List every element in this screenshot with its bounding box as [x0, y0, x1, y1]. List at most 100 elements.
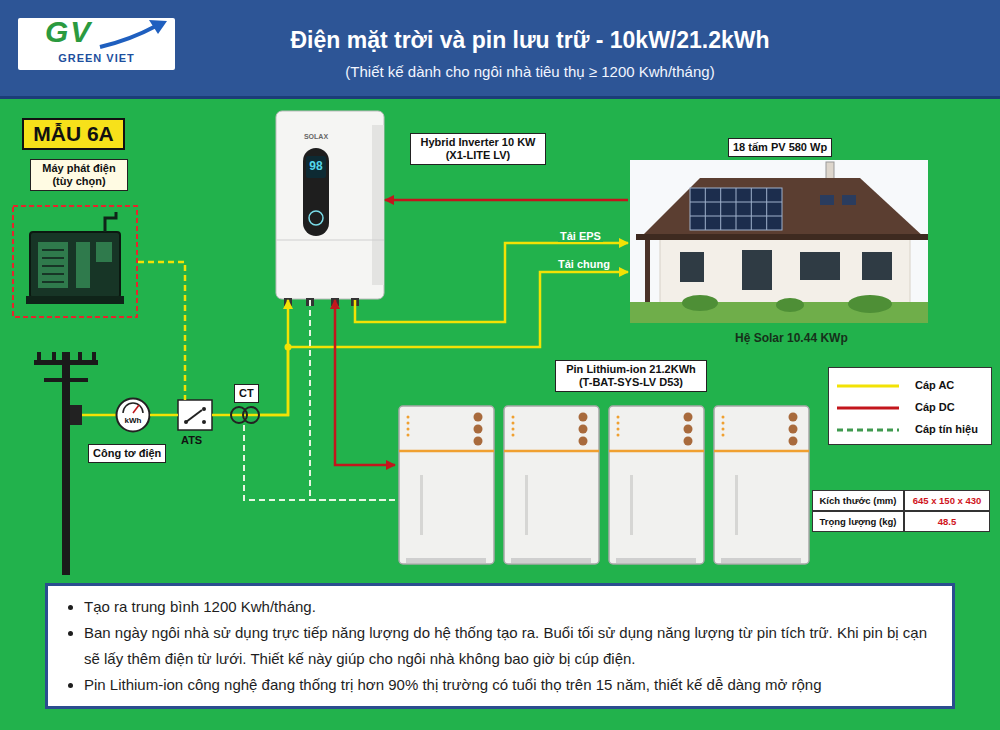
signal-cable	[244, 425, 395, 500]
inverter-seam	[276, 240, 384, 241]
text-wrap: Công tơ điện	[88, 444, 166, 463]
meter-unit: kWh	[116, 416, 150, 425]
load-label: Tải EPS	[558, 230, 603, 242]
switch-blade	[186, 410, 202, 422]
text-wrap: SOLAX	[296, 133, 336, 141]
legend-box: Cáp AC Cáp DC Cáp tín hiệu	[828, 367, 992, 445]
inverter-logo-ring	[309, 211, 323, 225]
house-roof	[640, 178, 925, 238]
dc-cable	[335, 300, 395, 465]
generator-panel	[96, 242, 112, 262]
skylight	[842, 195, 856, 205]
legend-line-sample	[837, 429, 899, 432]
logo-mark: GV	[45, 17, 92, 47]
text-wrap: Tải EPS	[558, 226, 603, 244]
hybrid-inverter: Hybrid Inverter 10 KW (X1-LITE LV)	[275, 110, 385, 300]
ct-coil	[243, 407, 259, 423]
shrub	[776, 298, 804, 312]
legend-sample	[837, 425, 899, 435]
legend-line-sample	[837, 385, 899, 388]
text-wrap: 18 tấm PV 580 Wp	[728, 138, 832, 157]
ats-switch: ATS	[178, 400, 212, 430]
system-size: Hệ Solar 10.44 KWp	[735, 331, 848, 345]
notes-box: Tạo ra trung bình 1200 Kwh/tháng.Ban ngà…	[45, 583, 955, 709]
text-wrap: MẪU 6A	[24, 120, 123, 148]
text-wrap: 98	[306, 159, 326, 173]
meter-label: Công tơ điện	[88, 444, 166, 463]
house-window	[680, 252, 704, 282]
text-wrap: ATS	[181, 434, 202, 446]
badge-text: MẪU 6A	[33, 122, 114, 146]
text-wrap: Tải chung	[556, 254, 612, 272]
text-wrap: GREEN VIET	[18, 52, 175, 65]
pole-insulator	[52, 352, 56, 360]
ac-cable	[212, 414, 230, 417]
legend-row: Cáp AC	[829, 378, 991, 394]
battery-module	[399, 406, 494, 564]
switch-contact	[202, 420, 206, 424]
text-wrap: Trọng lượng (kg)	[812, 511, 904, 532]
meter-gauge	[123, 403, 143, 413]
logo-name: GREEN VIET	[18, 52, 175, 65]
porch-post	[645, 240, 650, 304]
logo-box	[18, 18, 175, 70]
text-wrap: Kích thước (mm)	[812, 490, 904, 511]
table-cell: 48.5	[904, 511, 990, 532]
house-pv: 18 tấm PV 580 Wp Hệ Solar 10.44 KWp	[628, 135, 930, 345]
generator-panel	[38, 242, 68, 288]
battery-module	[609, 406, 704, 564]
header-rule	[0, 96, 1000, 99]
legend-row: Cáp DC	[829, 400, 991, 416]
switch-contact	[202, 407, 206, 411]
pole-insulator	[37, 352, 41, 360]
title-wrap: (Thiết kế dành cho ngôi nhà tiêu thụ ≥ 1…	[180, 62, 880, 81]
table-cell: Kích thước (mm)	[812, 490, 904, 511]
energy-meter: kWhCông tơ điện	[116, 398, 150, 432]
table-cell: 645 x 150 x 430	[904, 490, 990, 511]
page-title: Điện mặt trời và pin lưu trữ - 10kW/21.2…	[180, 26, 880, 54]
ats-label: ATS	[181, 434, 202, 446]
utility-pole	[62, 352, 70, 575]
page-caption: (Thiết kế dành cho ngôi nhà tiêu thụ ≥ 1…	[180, 62, 880, 81]
inverter-screen	[306, 156, 326, 178]
battery-module	[714, 406, 809, 564]
bullet-note: Tạo ra trung bình 1200 Kwh/tháng.	[84, 594, 936, 620]
shrub	[848, 295, 892, 313]
meter-needle	[133, 405, 139, 413]
pv-label: 18 tấm PV 580 Wp	[728, 138, 832, 157]
ct-label: CT	[234, 384, 259, 403]
legend-text: Cáp tín hiệu	[915, 423, 978, 436]
ats-housing	[178, 400, 212, 430]
signal-cable	[310, 300, 395, 500]
pole-insulator	[92, 352, 96, 360]
inverter-label: Hybrid Inverter 10 KW (X1-LITE LV)	[410, 133, 546, 165]
legend-line-sample	[837, 407, 899, 410]
battery-module	[504, 406, 599, 564]
inverter-housing	[276, 111, 384, 299]
shrub	[682, 295, 718, 311]
pv-grid	[690, 188, 782, 230]
house-door	[742, 250, 772, 290]
house-wall	[660, 238, 910, 304]
inverter-display-strip	[303, 148, 329, 236]
brand-mark: SOLAX	[296, 133, 336, 141]
dc-cable	[385, 199, 628, 202]
load-label: Tải chung	[556, 258, 612, 270]
pole-crossarm	[44, 378, 88, 382]
ac-cable	[150, 414, 178, 417]
title-wrap: Điện mặt trời và pin lưu trữ - 10kW/21.2…	[180, 26, 880, 54]
bullet-list: Tạo ra trung bình 1200 Kwh/tháng.Ban ngà…	[62, 594, 936, 698]
generator-box: Máy phát điện (tùy chọn)	[12, 205, 138, 318]
legend-text: Cáp AC	[915, 379, 954, 392]
generator-exhaust	[105, 212, 116, 232]
text-wrap: Pin Lithium-ion 21.2KWh (T-BAT-SYS-LV D5…	[555, 360, 707, 392]
battery-label: Pin Lithium-ion 21.2KWh (T-BAT-SYS-LV D5…	[555, 360, 707, 392]
current-transformer: CT	[230, 405, 260, 425]
logo-swoosh	[100, 26, 156, 47]
house-eave	[636, 234, 928, 240]
ac-cable	[138, 262, 185, 400]
text-wrap: 48.5	[904, 511, 990, 532]
bullet-note: Pin Lithium-ion công nghệ đang thống trị…	[84, 672, 936, 698]
house-window	[800, 252, 840, 280]
